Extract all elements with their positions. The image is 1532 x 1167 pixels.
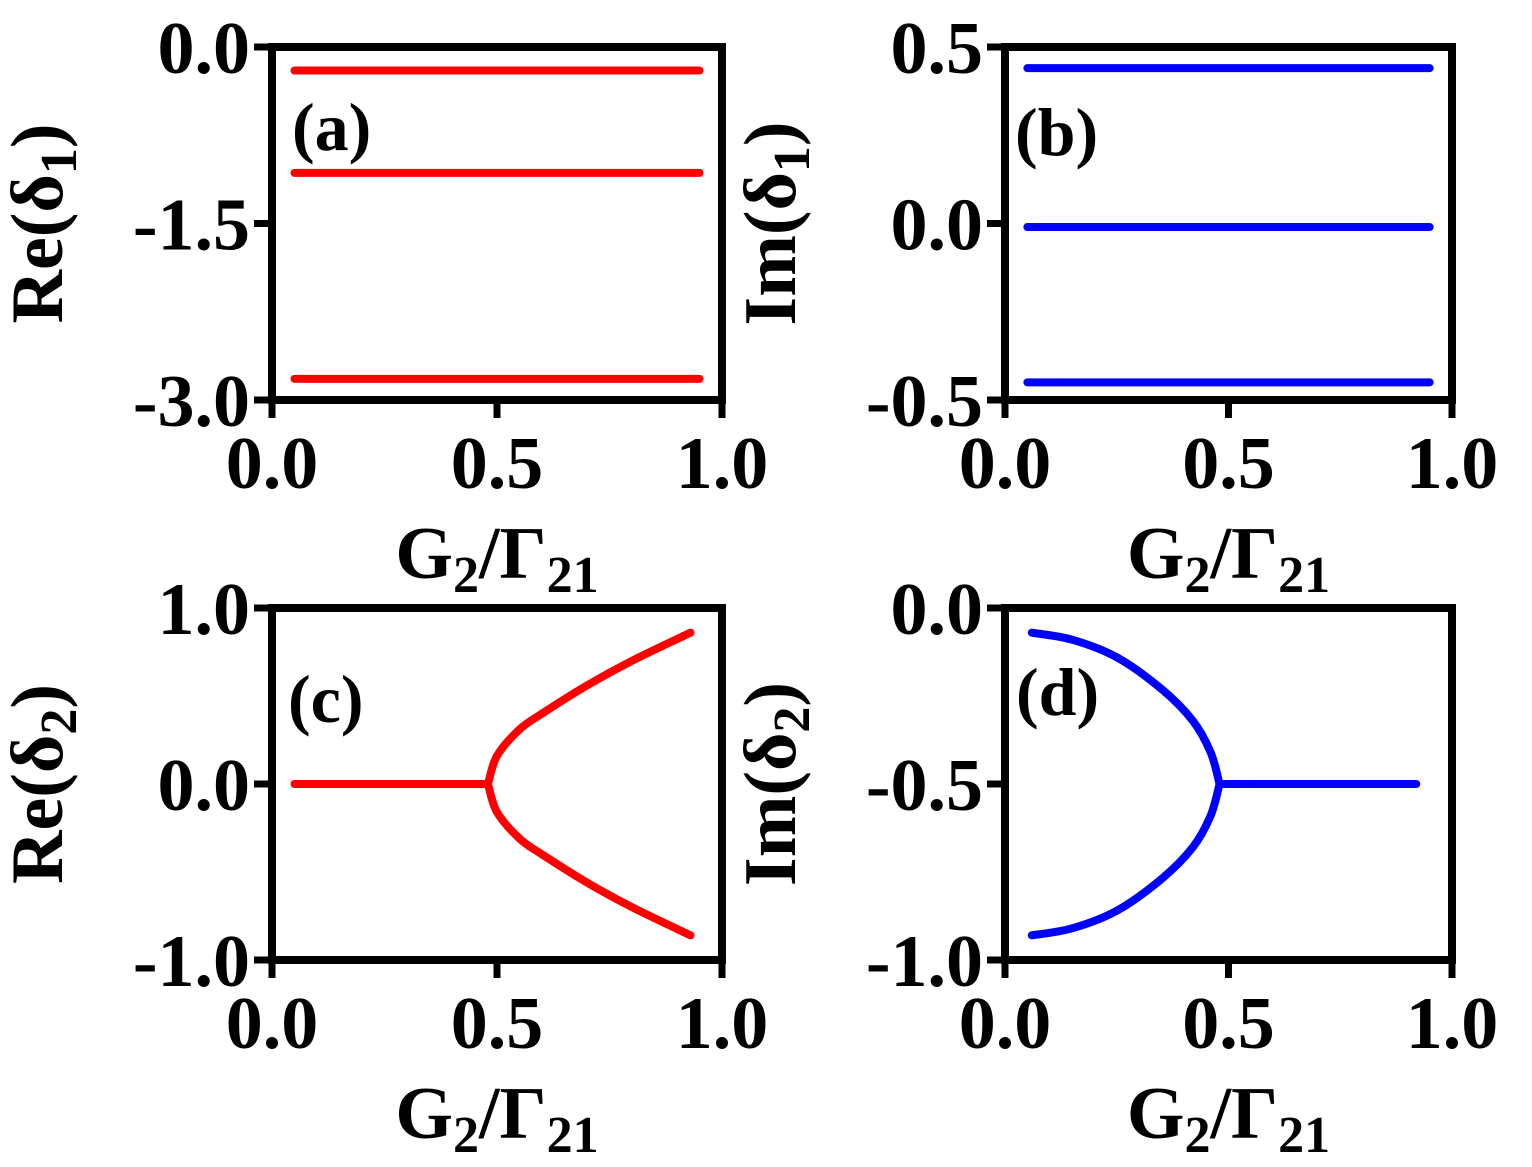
- x-tick-label-d-1: 0.5: [1182, 983, 1275, 1065]
- x-tick-label-d-0: 0.0: [959, 983, 1052, 1065]
- series-d-3: [1027, 780, 1224, 940]
- x-axis-label-b: G2/Γ21: [1127, 513, 1330, 604]
- y-tick-label-c-1: 0.0: [158, 745, 251, 827]
- x-label-base: G: [1127, 1073, 1185, 1155]
- panel-label-a: (a): [292, 89, 371, 165]
- series-c-3: [484, 780, 695, 940]
- x-axis-label-a: G2/Γ21: [395, 513, 598, 604]
- y-label-sub: 2: [31, 709, 88, 735]
- y-tick-label-a-2: -3.0: [133, 361, 250, 443]
- y-tick-label-d-1: -0.5: [866, 745, 983, 827]
- y-tick-label-c-2: -1.0: [133, 921, 250, 1003]
- y-label-prefix: Im(δ: [730, 172, 812, 326]
- y-axis-label-c: Re(δ2): [0, 684, 88, 884]
- y-tick-label-b-0: 0.5: [891, 8, 984, 90]
- x-label-sub: 2: [1184, 1107, 1210, 1164]
- y-tick-label-d-0: 0.0: [891, 569, 984, 651]
- x-label-sub: 2: [453, 1107, 479, 1164]
- y-label-suffix: ): [730, 121, 812, 146]
- y-label-prefix: Im(δ: [730, 733, 812, 887]
- y-axis-label-d: Im(δ2): [730, 682, 821, 886]
- x-label-mid: /Γ: [478, 513, 547, 595]
- y-tick-label-b-1: 0.0: [891, 185, 984, 267]
- x-label-mid: /Γ: [478, 1073, 547, 1155]
- y-label-suffix: ): [0, 684, 79, 709]
- x-tick-label-b-0: 0.0: [959, 423, 1052, 505]
- y-label-sub: 2: [764, 707, 821, 733]
- x-tick-label-b-1: 0.5: [1182, 423, 1275, 505]
- x-label-sub: 2: [1184, 547, 1210, 604]
- x-label-base: G: [1127, 513, 1185, 595]
- x-tick-label-c-0: 0.0: [226, 983, 319, 1065]
- x-label-sub: 21: [547, 1107, 599, 1164]
- x-label-base: G: [395, 513, 453, 595]
- y-label-sub: 1: [764, 146, 821, 172]
- y-label-prefix: Re(δ: [0, 174, 79, 323]
- panel-a: 0.0 0.5 1.0 0.0 -1.5 -3.0 (a) G2/Γ21 Re(δ1): [0, 8, 768, 604]
- panel-label-b: (b): [1015, 94, 1098, 170]
- y-tick-label-c-0: 1.0: [158, 569, 251, 651]
- x-label-mid: /Γ: [1209, 513, 1278, 595]
- series-c-2: [484, 628, 695, 788]
- y-label-prefix: Re(δ: [0, 735, 79, 884]
- y-tick-label-a-0: 0.0: [158, 8, 251, 90]
- x-tick-label-a-0: 0.0: [226, 423, 319, 505]
- x-tick-label-c-2: 1.0: [676, 983, 769, 1065]
- y-tick-label-a-1: -1.5: [133, 185, 250, 267]
- panel-label-d: (d): [1016, 654, 1099, 730]
- panel-label-c: (c): [288, 661, 363, 737]
- x-tick-label-a-2: 1.0: [676, 423, 769, 505]
- y-tick-label-d-2: -1.0: [866, 921, 983, 1003]
- x-axis-label-c: G2/Γ21: [395, 1073, 598, 1164]
- y-label-suffix: ): [0, 124, 79, 149]
- x-label-sub: 21: [1278, 1107, 1330, 1164]
- y-tick-label-b-2: -0.5: [866, 361, 983, 443]
- y-axis-label-b: Im(δ1): [730, 121, 821, 325]
- x-label-base: G: [395, 1073, 453, 1155]
- y-label-suffix: ): [730, 682, 812, 707]
- x-label-sub: 2: [453, 547, 479, 604]
- x-label-sub: 21: [1278, 547, 1330, 604]
- y-label-sub: 1: [31, 148, 88, 174]
- x-label-sub: 21: [547, 547, 599, 604]
- x-label-mid: /Γ: [1209, 1073, 1278, 1155]
- x-axis-label-d: G2/Γ21: [1127, 1073, 1330, 1164]
- x-tick-label-a-1: 0.5: [451, 423, 544, 505]
- x-tick-label-c-1: 0.5: [451, 983, 544, 1065]
- x-tick-label-d-2: 1.0: [1406, 983, 1499, 1065]
- series-d-2: [1027, 628, 1224, 788]
- y-axis-label-a: Re(δ1): [0, 124, 88, 324]
- x-tick-label-b-2: 1.0: [1406, 423, 1499, 505]
